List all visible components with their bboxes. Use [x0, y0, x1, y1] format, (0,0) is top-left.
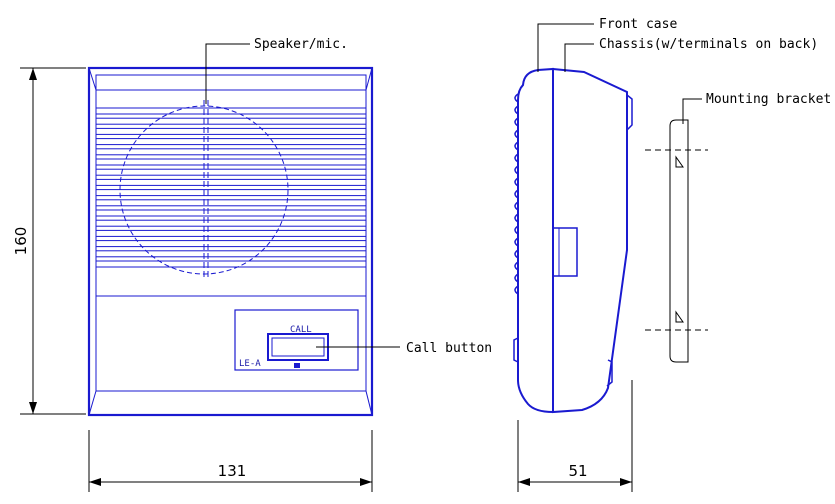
speaker-label: Speaker/mic.: [254, 37, 348, 52]
grille-slat: [95, 219, 367, 227]
grille-ridge: [514, 261, 519, 271]
chassis-outline: [552, 67, 628, 414]
grille-ridge: [514, 153, 519, 163]
chassis-leader: Chassis(w/terminals on back): [564, 37, 818, 72]
grille-slat: [95, 240, 367, 248]
width-value: 131: [218, 462, 247, 480]
grille-ridge: [514, 129, 519, 139]
grille-ridge: [514, 285, 519, 295]
width-dimension: 131: [88, 430, 373, 492]
grille-ridge: [514, 201, 519, 211]
chassis-label: Chassis(w/terminals on back): [599, 37, 818, 52]
grille-ridge: [514, 177, 519, 187]
front-case-label: Front case: [599, 17, 677, 32]
grille-ridge: [514, 273, 519, 283]
grille-ridge: [514, 165, 519, 175]
speaker-leader: Speaker/mic.: [205, 37, 348, 104]
grille-ridge: [514, 93, 519, 103]
grille-ridge: [514, 237, 519, 247]
grille-slat: [95, 168, 367, 176]
grille-ridge: [514, 225, 519, 235]
front-body-outline: [87, 66, 374, 417]
speaker-grille: [95, 107, 367, 268]
bracket-outline: [669, 119, 689, 363]
grille-slat: [95, 138, 367, 146]
side-clip: [552, 227, 578, 277]
front-case-leader: Front case: [537, 17, 677, 72]
bracket-label: Mounting bracket: [706, 92, 831, 107]
depth-value: 51: [568, 462, 587, 480]
grille-ridge: [514, 105, 519, 115]
grille-ridge: [514, 189, 519, 199]
mounting-bracket: [645, 119, 708, 363]
height-dimension: 160: [12, 67, 86, 415]
grille-ridge: [514, 249, 519, 259]
grille-slat: [95, 107, 367, 115]
depth-dimension: 51: [517, 380, 633, 492]
model-label: LE-A: [239, 359, 261, 369]
side-view: [513, 67, 633, 414]
grille-ridge: [514, 213, 519, 223]
height-value: 160: [12, 227, 30, 256]
grille-ridge: [514, 117, 519, 127]
front-body-inner: [95, 74, 367, 392]
call-panel: [234, 309, 359, 371]
grille-slat: [95, 250, 367, 258]
grille-slat: [95, 178, 367, 186]
grille-slat: [95, 209, 367, 217]
grille-slat: [95, 148, 367, 156]
grille-slat: [95, 189, 367, 197]
grille-slat: [95, 158, 367, 166]
front-grille-ridges: [514, 93, 519, 295]
call-button-label: Call button: [406, 341, 492, 356]
grille-slat: [95, 117, 367, 125]
grille-ridge: [514, 141, 519, 151]
bracket-leader: Mounting bracket: [682, 92, 831, 124]
grille-slat: [95, 260, 367, 268]
grille-slat: [95, 229, 367, 237]
call-button-leader: Call button: [316, 341, 492, 356]
front-case-outline: [517, 67, 554, 414]
grille-slat: [95, 127, 367, 135]
grille-slat: [95, 199, 367, 207]
call-panel-label: CALL: [290, 325, 312, 335]
front-view: CALL LE-A: [87, 66, 374, 417]
